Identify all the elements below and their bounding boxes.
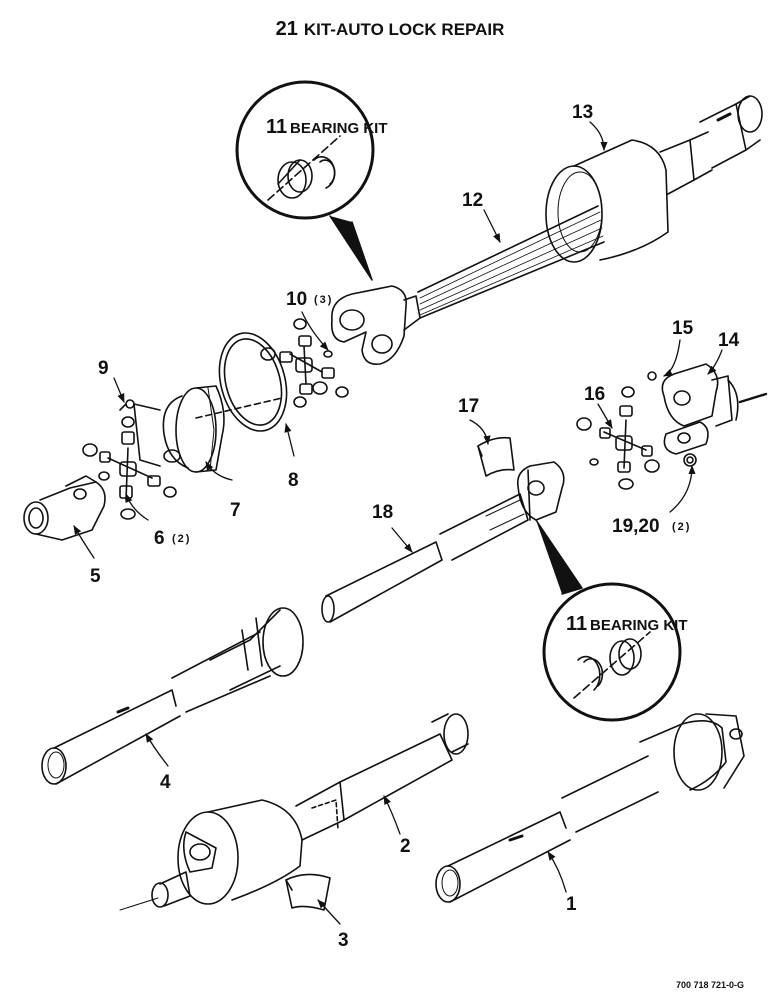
callout-19-20-qty: (2) — [672, 521, 691, 533]
yoke-5 — [23, 475, 106, 541]
title-text: KIT-AUTO LOCK REPAIR — [303, 20, 505, 39]
grease-fitting-9 — [119, 399, 135, 411]
callout-labels: 11 BEARING KIT 11 BEARING KIT 13 12 10 (… — [90, 102, 740, 951]
bearing-housing-7 — [133, 385, 225, 473]
drawing-number: 700 718 721-0-G — [675, 980, 744, 990]
callout-16: 16 — [584, 384, 605, 405]
kit-number-right: 11 — [566, 613, 587, 635]
cross-journal-16 — [576, 386, 660, 490]
callout-2: 2 — [400, 836, 411, 857]
outer-half-1 — [435, 713, 745, 903]
callout-19-20: 19,20 — [612, 516, 660, 537]
bearing-cup-icon — [277, 159, 313, 199]
leader-lines — [73, 121, 723, 925]
bearing-sleeve-3 — [285, 873, 331, 911]
callout-17: 17 — [458, 396, 479, 417]
snap-ring-icon — [577, 655, 604, 691]
outer-tube-4 — [41, 607, 304, 785]
bearing-kit-right — [535, 519, 682, 722]
callout-4: 4 — [160, 772, 171, 793]
callout-7: 7 — [230, 500, 241, 521]
callout-13: 13 — [572, 102, 593, 123]
callout-12: 12 — [462, 190, 483, 211]
outer-half-2 — [119, 713, 469, 911]
outer-yoke-14 — [661, 363, 768, 467]
bearing-kit-top — [235, 80, 375, 281]
outer-shield-13 — [545, 95, 763, 263]
callout-3: 3 — [338, 930, 349, 951]
bearing-sleeve-17 — [477, 436, 515, 477]
snap-ring-icon — [313, 156, 336, 189]
diagram-title: 21 KIT-AUTO LOCK REPAIR — [0, 18, 780, 41]
kit-label-right: BEARING KIT — [590, 617, 688, 634]
callout-9: 9 — [98, 358, 109, 379]
callout-10: 10 — [286, 289, 307, 310]
callout-6: 6 — [154, 528, 165, 549]
callout-18: 18 — [372, 502, 393, 523]
inner-yoke-12 — [330, 285, 421, 366]
cross-journal-top — [260, 318, 349, 408]
inner-tube-18 — [321, 493, 529, 623]
grease-fitting-15 — [647, 371, 657, 381]
kit-number-top: 11 — [266, 116, 287, 138]
cross-journal-6 — [82, 416, 177, 520]
callout-1: 1 — [566, 894, 577, 915]
callout-10-qty: (3) — [314, 294, 333, 306]
callout-5: 5 — [90, 566, 101, 587]
callout-15: 15 — [672, 318, 694, 339]
callout-6-qty: (2) — [172, 533, 191, 545]
callout-8: 8 — [288, 470, 299, 491]
title-number: 21 — [275, 18, 298, 40]
bearing-cup-icon — [609, 638, 642, 676]
seal-ring-8 — [195, 332, 288, 432]
callout-14: 14 — [718, 330, 740, 351]
kit-label-top: BEARING KIT — [290, 120, 388, 137]
